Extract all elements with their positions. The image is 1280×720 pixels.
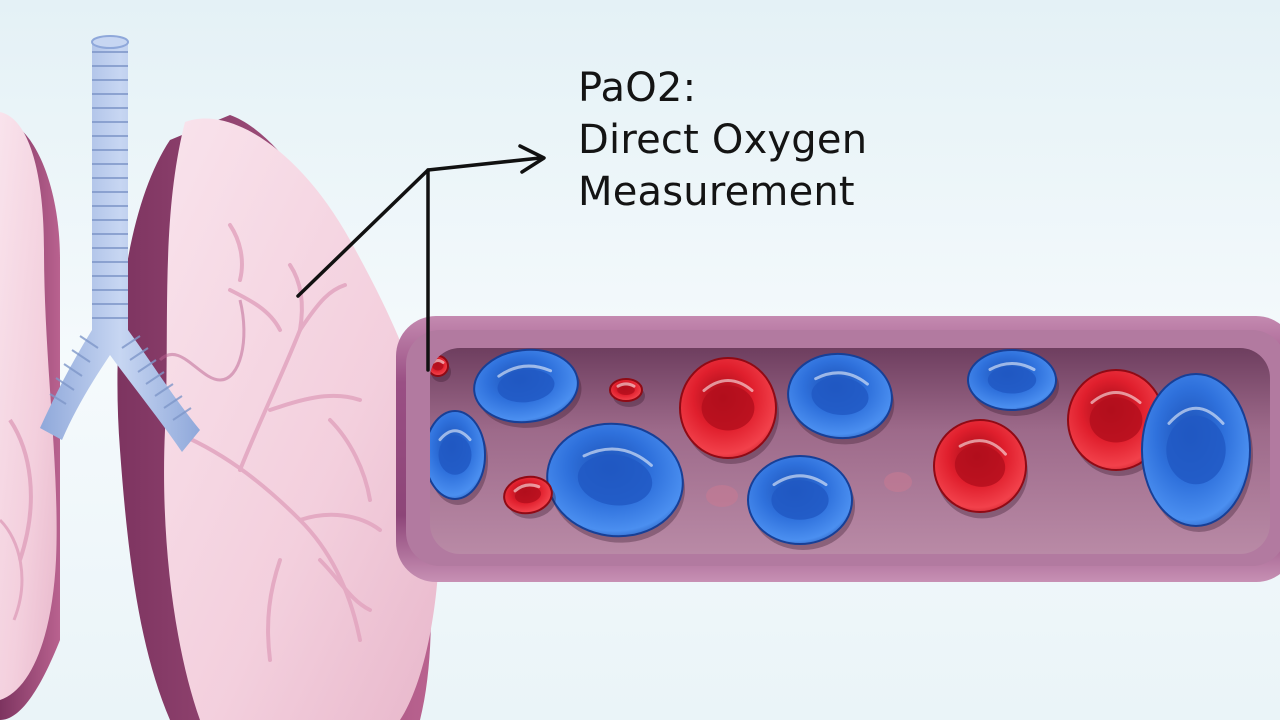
red-blood-cell-icon	[1141, 373, 1253, 532]
red-blood-cell-icon	[609, 378, 645, 407]
lung-icon	[0, 112, 60, 720]
blood-vessel-icon	[396, 316, 1280, 582]
red-blood-cell-icon	[679, 357, 779, 464]
red-blood-cell-icon	[503, 475, 556, 519]
red-blood-cell-icon	[747, 455, 855, 550]
diagram-caption: PaO2: Direct Oxygen Measurement	[578, 62, 1138, 218]
lung-icon	[117, 115, 440, 720]
red-blood-cell-icon	[546, 422, 685, 543]
background-cell	[706, 485, 738, 507]
red-blood-cell-icon	[967, 349, 1059, 416]
caption-line-2: Direct Oxygen	[578, 117, 868, 163]
caption-line-1: PaO2:	[578, 65, 697, 111]
red-blood-cell-icon	[933, 419, 1028, 519]
trachea-icon	[40, 35, 200, 452]
background-cell	[884, 472, 912, 492]
red-blood-cell-icon	[473, 348, 582, 428]
red-blood-cell-icon	[430, 410, 488, 505]
red-blood-cell-icon	[787, 352, 895, 445]
arrow-icon	[296, 144, 546, 372]
caption-line-3: Measurement	[578, 169, 855, 215]
